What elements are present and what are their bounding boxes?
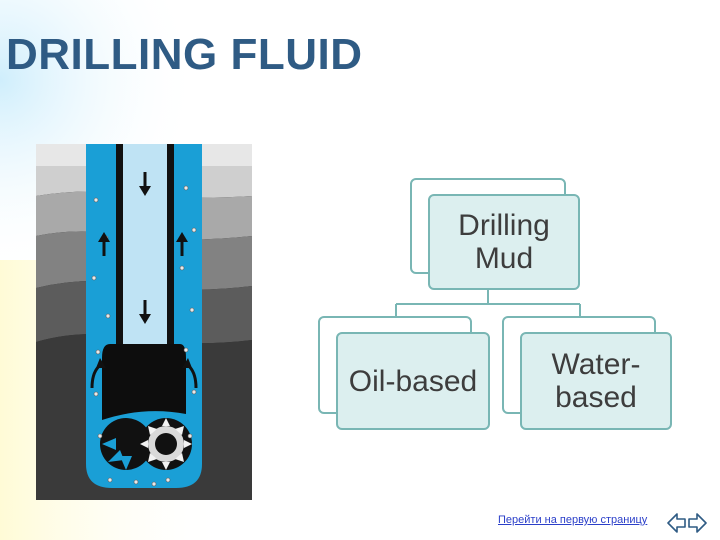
water-based-box: Water-based (502, 316, 674, 432)
drilling-mud-box: Drilling Mud (410, 178, 580, 290)
oil-based-box: Oil-based (318, 316, 492, 432)
drilling-mud-label: Drilling Mud (428, 194, 580, 290)
drill-well-illustration (36, 144, 252, 500)
water-based-label: Water-based (520, 332, 672, 430)
first-page-link[interactable]: Перейти на первую страницу (498, 514, 648, 526)
navigation-arrows-icon[interactable] (667, 512, 707, 534)
slide-title: DRILLING FLUID (6, 30, 363, 79)
oil-based-label: Oil-based (336, 332, 490, 430)
